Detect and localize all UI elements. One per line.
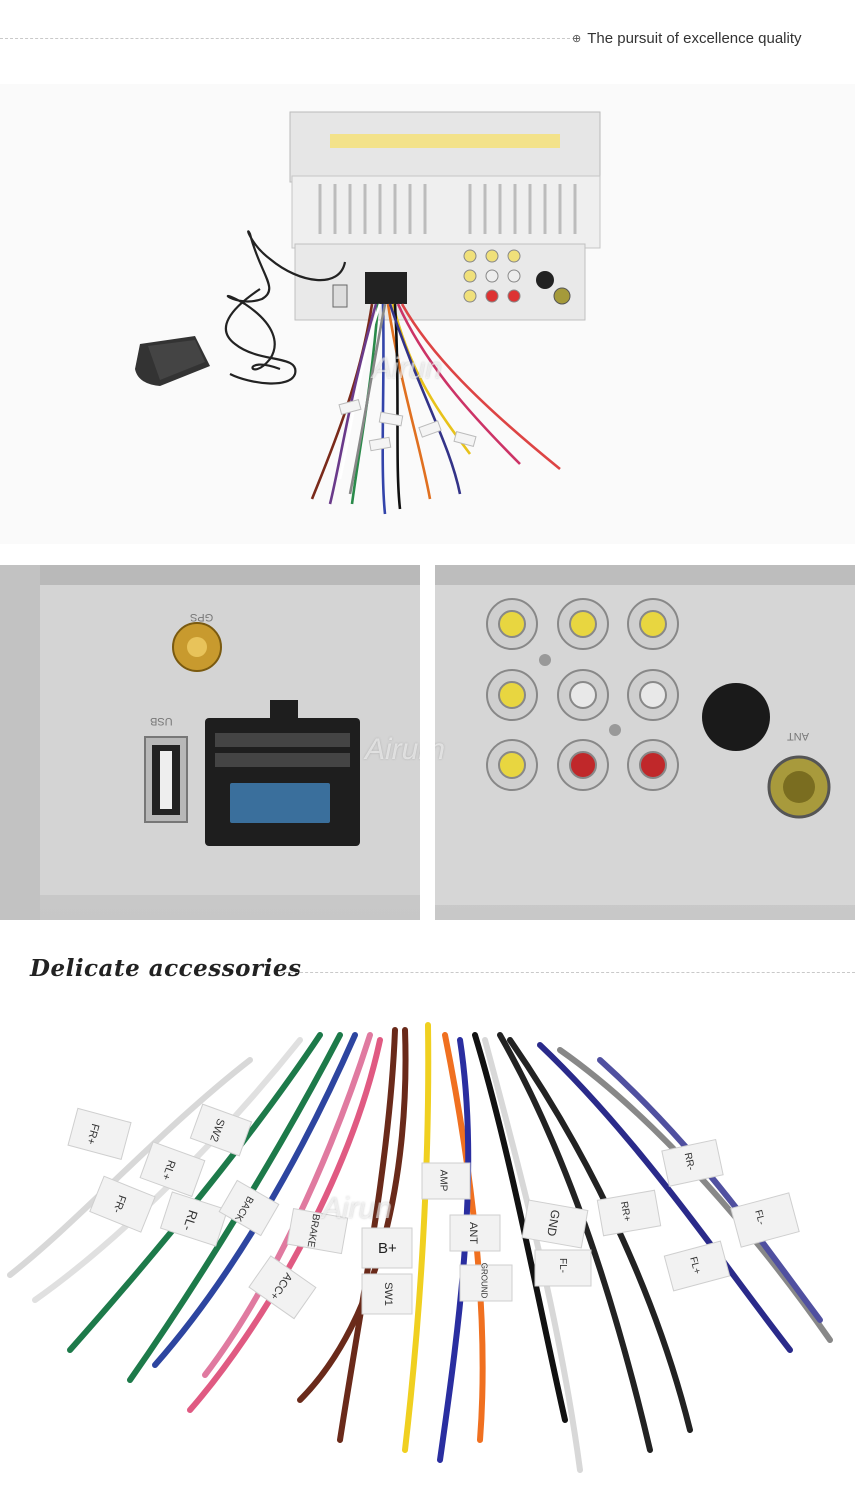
product-rear-photo: Airun — [0, 84, 855, 544]
rca-jacks-closeup-photo: ANT Airun — [435, 565, 855, 920]
usb-connector-closeup-photo: USB GPS Airun — [0, 565, 420, 920]
wire-tag: GROUND — [479, 1262, 489, 1299]
header-divider — [0, 38, 580, 39]
wire-tag: ANT — [467, 1222, 479, 1244]
plus-circle-icon: ⊕ — [572, 32, 582, 45]
wire-tag: AMP — [437, 1169, 449, 1192]
ant-label: ANT — [787, 730, 809, 742]
tagline-text: The pursuit of excellence quality — [587, 29, 802, 47]
wire-tag: B+ — [378, 1240, 397, 1257]
accessories-heading: Delicate accessories — [30, 955, 302, 982]
usb-label: USB — [150, 715, 173, 727]
tagline: ⊕ The pursuit of excellence quality — [572, 26, 802, 50]
gps-label: GPS — [190, 611, 214, 623]
heading-divider — [280, 972, 855, 973]
wire-harness-photo: Airun FR+ SW2 RL+ FR- RL- BACK BRAKE ACC… — [0, 1020, 855, 1500]
wire-tag: SW1 — [381, 1282, 394, 1306]
wire-tag: FL- — [557, 1258, 568, 1273]
